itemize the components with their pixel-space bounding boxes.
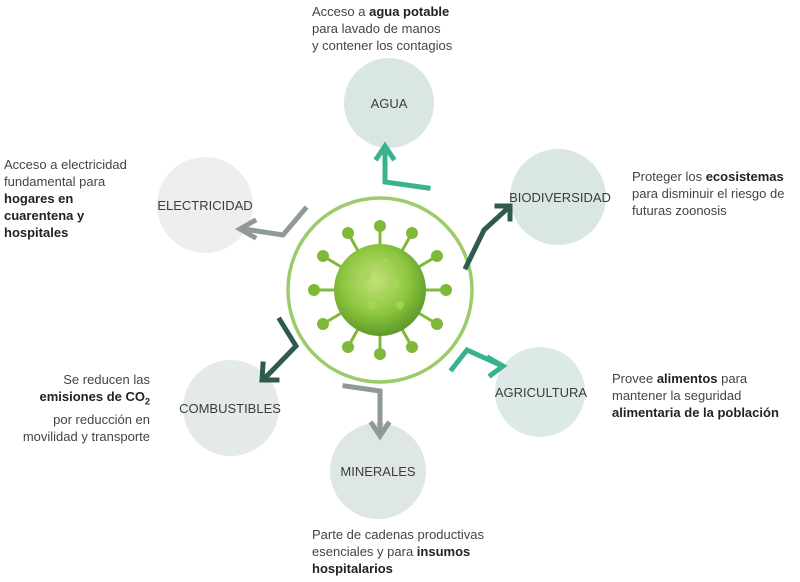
node-label-biodiversidad: BIODIVERSIDAD bbox=[509, 190, 611, 205]
node-circle-agua bbox=[344, 58, 434, 148]
node-circle-biodiversidad bbox=[510, 149, 606, 245]
node-label-combustibles: COMBUSTIBLES bbox=[179, 401, 281, 416]
arrow-combustibles bbox=[259, 316, 300, 383]
node-circle-electricidad bbox=[157, 157, 253, 253]
arrow-minerales bbox=[342, 383, 392, 441]
arrow-agua bbox=[373, 141, 431, 191]
description-minerales: Parte de cadenas productivas esenciales … bbox=[312, 527, 484, 576]
node-label-electricidad: ELECTRICIDAD bbox=[157, 198, 252, 213]
arrow-agricultura bbox=[448, 346, 508, 379]
virus-icon bbox=[308, 220, 452, 360]
description-agricultura: Provee alimentos para mantener la seguri… bbox=[612, 371, 779, 420]
node-circle-combustibles bbox=[183, 360, 279, 456]
node-label-minerales: MINERALES bbox=[340, 464, 415, 479]
description-agua: Acceso a agua potable para lavado de man… bbox=[312, 4, 453, 53]
node-circle-minerales bbox=[330, 423, 426, 519]
node-label-agricultura: AGRICULTURA bbox=[495, 385, 588, 400]
description-combustibles: Se reducen las emisiones de CO2 por redu… bbox=[22, 372, 150, 444]
description-electricidad: Acceso a electricidad fundamental para h… bbox=[4, 157, 127, 240]
node-circle-agricultura bbox=[495, 347, 585, 437]
description-biodiversidad: Proteger los ecosistemas para disminuir … bbox=[632, 169, 785, 218]
arrow-biodiversidad bbox=[462, 203, 513, 271]
arrow-electricidad bbox=[234, 205, 309, 241]
node-label-agua: AGUA bbox=[371, 96, 408, 111]
